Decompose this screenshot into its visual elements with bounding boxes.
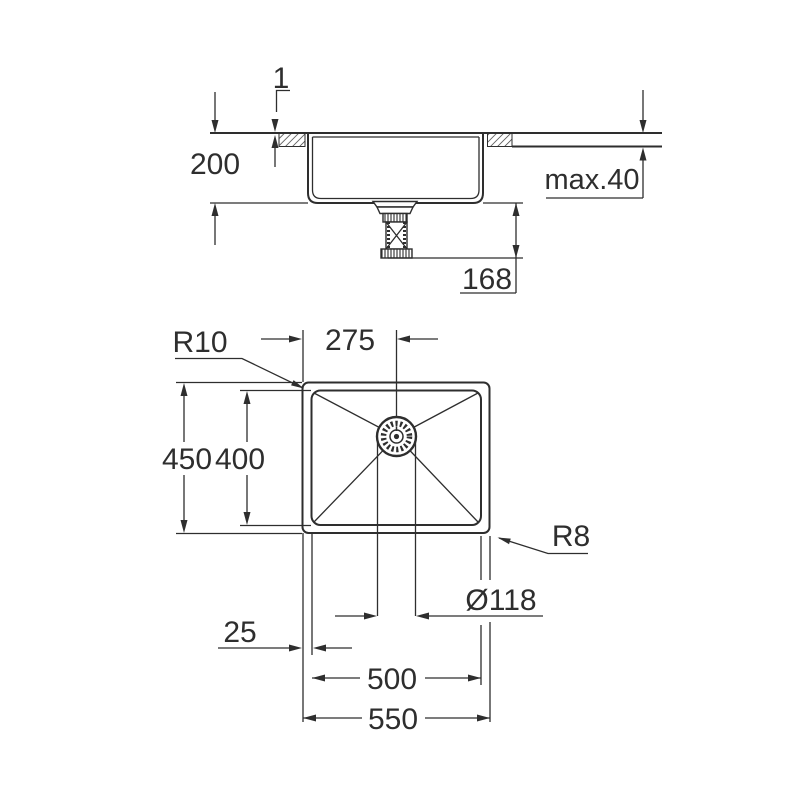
dim-inner-radius-label: R10 bbox=[172, 326, 227, 359]
arrowhead bbox=[313, 644, 326, 652]
arrowhead bbox=[289, 335, 302, 343]
dim-edge-offset: 25 bbox=[218, 533, 352, 655]
bowl-inner-outline bbox=[310, 389, 482, 526]
dim-drain-offset-label: 275 bbox=[325, 324, 375, 357]
arrowhead bbox=[243, 512, 251, 525]
drain-end-cap bbox=[380, 248, 413, 259]
arrowhead bbox=[180, 383, 188, 396]
arrowhead bbox=[512, 245, 520, 258]
arrowhead bbox=[271, 135, 279, 148]
arrowhead bbox=[416, 612, 429, 620]
arrowhead bbox=[639, 120, 647, 133]
dim-edge-offset-label: 25 bbox=[223, 616, 256, 649]
arrowhead bbox=[468, 674, 481, 682]
dim-outer-width: 550 bbox=[302, 533, 491, 736]
arrowhead bbox=[477, 714, 490, 722]
arrowhead bbox=[512, 203, 520, 216]
bowl-slope-lines bbox=[313, 392, 479, 523]
sink-outer-outline bbox=[301, 381, 491, 534]
drain-flange bbox=[371, 200, 419, 208]
dim-outer-depth-label: 450 bbox=[162, 443, 212, 476]
arrowhead bbox=[211, 203, 219, 216]
arrowhead bbox=[497, 537, 511, 545]
dim-drain-height: 168 bbox=[388, 203, 523, 296]
dim-counter-thickness: max.40 bbox=[544, 90, 647, 199]
dim-outer-width-label: 550 bbox=[368, 703, 418, 736]
dim-drain-offset: 275 bbox=[261, 324, 438, 382]
dim-outer-radius: R8 bbox=[497, 520, 590, 555]
dim-drain-height-label: 168 bbox=[462, 263, 512, 296]
arrowhead bbox=[312, 674, 325, 682]
section-view: 1 200 max.40 168 bbox=[190, 62, 662, 296]
sink-bowl-inner-profile bbox=[311, 136, 480, 200]
dim-drain-diameter-label: Ø118 bbox=[465, 584, 536, 617]
countertop-hatch-right bbox=[487, 133, 513, 147]
dim-inner-width-label: 500 bbox=[367, 663, 417, 696]
drain-circle-plan bbox=[375, 415, 418, 458]
dim-outer-depth: 450 bbox=[162, 381, 302, 535]
countertop-hatch-left bbox=[278, 133, 306, 147]
arrowhead bbox=[397, 335, 410, 343]
dim-rim-height: 1 bbox=[271, 62, 290, 167]
arrowhead bbox=[243, 391, 251, 404]
drain-assembly-section bbox=[371, 200, 419, 259]
arrowhead bbox=[364, 612, 377, 620]
dim-inner-depth-label: 400 bbox=[215, 443, 265, 476]
arrowhead bbox=[211, 120, 219, 133]
arrowhead bbox=[271, 119, 279, 132]
arrowhead bbox=[289, 644, 302, 652]
drain-tailpipe bbox=[385, 221, 408, 250]
drain-diameter-extension-lines bbox=[376, 437, 417, 616]
dim-inner-radius: R10 bbox=[172, 326, 304, 389]
dim-bowl-depth: 200 bbox=[190, 92, 240, 245]
dim-counter-thickness-label: max.40 bbox=[544, 164, 639, 196]
arrowhead bbox=[303, 714, 316, 722]
drain-flange-step bbox=[375, 206, 415, 215]
dim-drain-diameter: Ø118 bbox=[335, 584, 543, 620]
arrowhead bbox=[180, 520, 188, 533]
dim-rim-height-label: 1 bbox=[273, 62, 290, 95]
drain-locknut bbox=[382, 212, 408, 223]
dim-inner-width: 500 bbox=[312, 536, 482, 696]
plan-view: R10 275 450 400 R8 bbox=[162, 324, 590, 736]
dim-bowl-depth-label: 200 bbox=[190, 148, 240, 181]
dim-outer-radius-label: R8 bbox=[552, 520, 590, 553]
arrowhead bbox=[639, 147, 647, 161]
dim-inner-depth: 400 bbox=[215, 389, 311, 527]
